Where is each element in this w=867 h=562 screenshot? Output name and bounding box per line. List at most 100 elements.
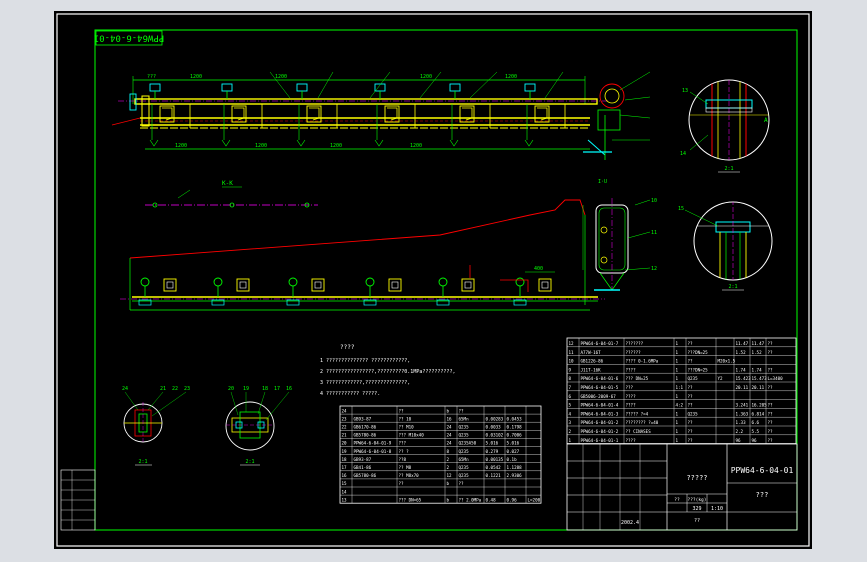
bom-cell: ??? — [399, 441, 407, 446]
bom-cell: 0.03102 — [486, 433, 504, 438]
bom-cell: b — [447, 497, 450, 502]
bom-cell: ?? — [688, 403, 694, 408]
bom-cell: 17 — [342, 465, 348, 470]
bottom-nozzle — [286, 277, 325, 306]
title-name: ??? — [756, 491, 769, 499]
bom-cell: PPW64-6-04-01-6 — [581, 376, 619, 381]
bom-cell: ?? — [768, 420, 774, 425]
detail-mid-label: 15 — [678, 206, 684, 212]
bom-cell: 24 — [342, 408, 348, 413]
bom-cell: L=200 — [528, 497, 541, 502]
bom-cell: 0.0033 — [486, 425, 502, 430]
bom-cell: ?? — [459, 481, 465, 486]
bom-cell: 1.52 — [736, 350, 747, 355]
dim-top-2: 1200 — [275, 74, 287, 80]
technical-notes: ???? 1 ?????????????? ????????????, 2 ??… — [320, 344, 455, 397]
nozzle-assembly — [449, 83, 491, 147]
dim-top-4: 1200 — [505, 74, 517, 80]
bom-cell: ???? 0-1.6MPa — [626, 359, 659, 364]
bom-cell: ???? — [626, 394, 637, 399]
bom-cell: 13 — [342, 497, 348, 502]
bom-cell: ???? — [626, 403, 637, 408]
bom-cell: 6.814 — [752, 411, 765, 416]
bom-cell: PPW64-6-04-01-2 — [581, 420, 619, 425]
rotated-drawing-code: PPW64-6-04-01 — [94, 33, 164, 43]
dim-bottom-3: 1200 — [330, 143, 342, 149]
bom-cell: 2.2 — [736, 429, 744, 434]
detail-circle-top: 13 14 A 2:1 — [680, 79, 770, 173]
outer-frame — [56, 13, 810, 547]
nozzle-assembly — [149, 83, 191, 147]
bom-cell: Y2 — [718, 376, 724, 381]
bom-cell: PPW64-6-04-01-4 — [581, 403, 619, 408]
leader-line — [544, 71, 564, 99]
bom-cell: ?? — [768, 350, 774, 355]
bom-cell: ??? M10x40 — [399, 433, 425, 438]
bom-cell: L=3400 — [768, 376, 784, 381]
detail-top-label-13: 13 — [682, 88, 688, 94]
bom-cell: ???DN=25 — [688, 350, 709, 355]
bom-cell: b — [447, 481, 450, 486]
bom-cell: 16 — [447, 416, 453, 421]
bom-cell: ?? — [399, 408, 405, 413]
title-sheets: ?? — [694, 518, 700, 524]
bom-cell: 8 — [569, 376, 572, 381]
bottom-nozzle — [436, 277, 475, 306]
bom-cell: 16.205 — [752, 403, 768, 408]
bom-cell: PPW64-6-04-01-1 — [581, 438, 619, 443]
bom-cell: ?? — [399, 481, 405, 486]
bom-cell: 0.1798 — [507, 425, 523, 430]
bom-cell: 0.1b — [507, 457, 518, 462]
bom-cell: 18 — [342, 457, 348, 462]
bom-cell: 7 — [569, 385, 572, 390]
bom-cell: 24 — [447, 441, 453, 446]
bom-cell: ?????? — [626, 350, 642, 355]
bom-cell: 1 — [676, 394, 679, 399]
bom-cell: ?? — [688, 359, 694, 364]
bom-cell: 1.1288 — [507, 465, 523, 470]
bom-cell: 0.0542 — [486, 465, 502, 470]
label-18: 18 — [262, 386, 268, 392]
bom-cell: 2 — [447, 457, 450, 462]
bom-cell: b — [447, 408, 450, 413]
bom-cell: ?? — [768, 341, 774, 346]
bom-cell: ??? DN=65 — [399, 497, 422, 502]
bom-cell: 1 — [676, 350, 679, 355]
bom-cell: PPW64-6-04-01-5 — [581, 385, 619, 390]
top-elevation-view: 1200 1200 1200 1200 ??? 1200 1200 1200 1… — [111, 71, 651, 160]
balloon-leaders-top — [269, 71, 651, 141]
bom-cell: 1.74 — [736, 367, 747, 372]
bom-cell: 3.241 — [736, 403, 749, 408]
detail-top-scale: 2:1 — [724, 166, 733, 172]
bom-cell: GB41-86 — [354, 465, 372, 470]
bom-cell: ?? — [688, 385, 694, 390]
bom-cell: GB93-87 — [354, 416, 372, 421]
title-date: 2002.4 — [621, 520, 639, 526]
bom-cell: 1 — [676, 420, 679, 425]
bottom-nozzle — [363, 277, 402, 306]
bom-cell: 1 — [569, 438, 572, 443]
title-weight: 329 — [692, 506, 701, 512]
bom-cell: J11T-16K — [581, 367, 602, 372]
nozzle-group — [149, 83, 566, 147]
note-1: 1 ?????????????? ????????????, — [320, 358, 410, 364]
bom-cell: 1.74 — [752, 367, 763, 372]
bom-cell: 0.0453 — [507, 416, 523, 421]
note-2: 2 ????????????????,?????????0.1MPa??????… — [320, 369, 455, 375]
bom-cell: 5.016 — [486, 441, 499, 446]
bom-cell: 1.363 — [736, 411, 749, 416]
bom-cell: 1 — [676, 367, 679, 372]
view-a-ref: I·U — [598, 179, 607, 185]
detail-left-scale: 2:1 — [138, 459, 147, 465]
bom-cell: 0.48 — [486, 497, 497, 502]
bom-cell: 0.00283 — [486, 416, 504, 421]
bom-cell: GB1226-86 — [581, 359, 604, 364]
bom-cell: 24 — [447, 425, 453, 430]
leader-line — [369, 71, 391, 99]
bom-cell: ???? — [626, 367, 637, 372]
balloon-11: 11 — [651, 230, 657, 236]
drawing-background — [54, 11, 812, 549]
leader-line — [269, 71, 291, 99]
bom-cell: ?? — [688, 429, 694, 434]
